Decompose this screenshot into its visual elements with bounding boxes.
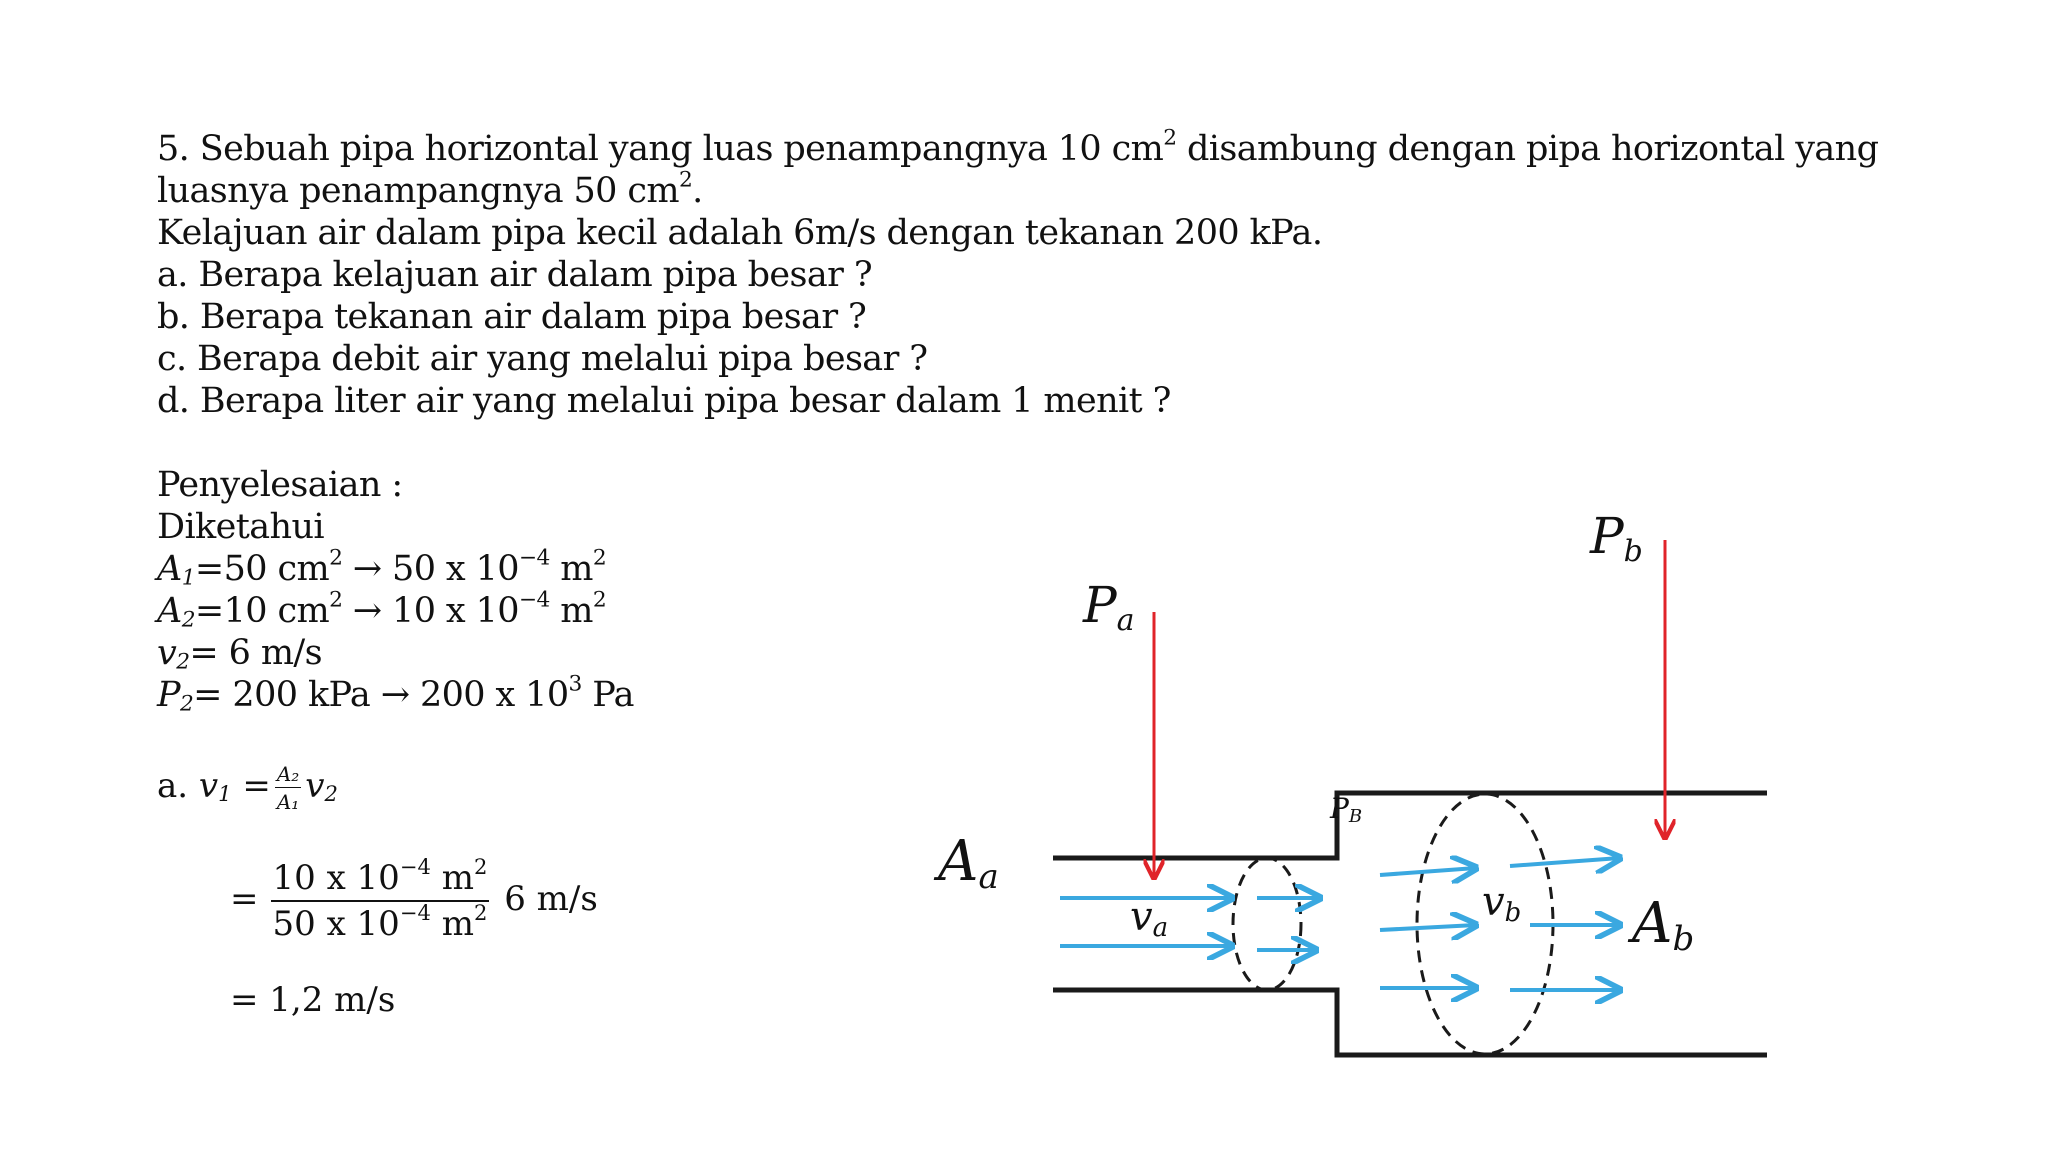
- superscript: −4: [518, 587, 550, 613]
- subscript: 2: [179, 691, 194, 717]
- known-p2: P2= 200 kPa → 200 x 103 Pa: [157, 671, 1857, 717]
- pressure-label-a: Pa: [1082, 576, 1135, 638]
- solution-result: = 1,2 m/s: [230, 980, 396, 1020]
- variable: P: [157, 675, 181, 715]
- superscript: −4: [399, 899, 431, 925]
- superscript: 2: [473, 853, 488, 879]
- question-c: c. Berapa debit air yang melalui pipa be…: [157, 339, 928, 379]
- subscript: 2: [176, 649, 190, 675]
- velocity-label-a: va: [1130, 894, 1168, 943]
- problem-text: disambung dengan pipa horizontal yang: [1176, 129, 1879, 169]
- area-label-a: Aa: [933, 829, 999, 897]
- superscript: 3: [568, 671, 583, 697]
- known-v2: v2= 6 m/s: [157, 632, 1857, 674]
- subscript: 1: [181, 565, 196, 591]
- problem-text: .: [692, 171, 703, 211]
- problem-line-2: luasnya penampangnya 50 cm2.: [157, 167, 1857, 212]
- flow-arrow: [1379, 925, 1476, 930]
- conversion: → 50 x 10: [342, 549, 520, 589]
- unit: m: [549, 549, 593, 589]
- pressure-label-b-small: PB: [1329, 792, 1362, 827]
- pressure-label-b: Pb: [1589, 507, 1643, 569]
- subscript: 2: [324, 781, 338, 807]
- velocity-label-b: vb: [1482, 879, 1521, 928]
- value: =10 cm: [194, 591, 330, 631]
- velocity-value: 6 m/s: [493, 879, 598, 919]
- variable: v: [157, 633, 177, 673]
- document-body: 5. Sebuah pipa horizontal yang luas pena…: [157, 125, 1879, 717]
- unit: m: [549, 591, 593, 631]
- superscript: 2: [1163, 125, 1177, 151]
- fraction-denominator: 50 x 10−4 m2: [271, 902, 490, 944]
- question-b: b. Berapa tekanan air dalam pipa besar ?: [157, 297, 867, 337]
- equals-sign: =: [231, 766, 271, 806]
- equals-sign: =: [230, 879, 259, 919]
- area-label-b: Ab: [1627, 891, 1694, 959]
- denominator-text: 50 x 10: [272, 904, 400, 944]
- superscript: 2: [329, 587, 343, 613]
- known-a2: A2=10 cm2 → 10 x 10−4 m2: [157, 587, 1857, 633]
- question-d: d. Berapa liter air yang melalui pipa be…: [157, 381, 1171, 421]
- superscript: −4: [518, 545, 550, 571]
- question-a: a. Berapa kelajuan air dalam pipa besar …: [157, 255, 873, 295]
- pipe-top-wall: [1053, 790, 1767, 861]
- numerator-text: 10 x 10: [272, 858, 400, 898]
- variable: A: [157, 549, 182, 589]
- fraction-numerator: A₂: [274, 762, 302, 788]
- value: = 6 m/s: [189, 633, 322, 673]
- flow-arrows: [1060, 858, 1620, 990]
- variable: v: [305, 766, 325, 806]
- pipe-bottom-wall: [1053, 987, 1767, 1058]
- part-label: a.: [157, 766, 199, 806]
- solution-heading: Penyelesaian :: [157, 465, 403, 505]
- value: =50 cm: [194, 549, 330, 589]
- subscript: 1: [218, 781, 232, 807]
- small-cross-section: [1231, 856, 1303, 992]
- problem-line-3: Kelajuan air dalam pipa kecil adalah 6m/…: [157, 213, 1323, 253]
- superscript: 2: [592, 587, 607, 613]
- variable: A: [157, 591, 182, 631]
- fraction-denominator: A₁: [276, 790, 300, 814]
- unit: m: [430, 904, 474, 944]
- superscript: 2: [473, 899, 488, 925]
- variable: v: [198, 766, 219, 806]
- known-a1: A1=50 cm2 → 50 x 10−4 m2: [157, 545, 1857, 591]
- pressure-arrows: [1154, 540, 1665, 878]
- unit: m: [430, 858, 474, 898]
- fraction-numerator: 10 x 10−4 m2: [270, 856, 490, 902]
- problem-line-1: 5. Sebuah pipa horizontal yang luas pena…: [157, 125, 1879, 170]
- unit: Pa: [581, 675, 634, 715]
- flow-arrow: [1379, 868, 1476, 875]
- flow-arrow: [1509, 858, 1620, 866]
- superscript: 2: [678, 167, 693, 193]
- pipe-walls: [1053, 790, 1767, 1058]
- superscript: −4: [399, 853, 431, 879]
- known-heading: Diketahui: [157, 507, 325, 547]
- problem-text: 5. Sebuah pipa horizontal yang luas pena…: [157, 129, 1164, 169]
- superscript: 2: [329, 545, 343, 571]
- problem-text: luasnya penampangnya 50 cm: [157, 171, 680, 211]
- conversion: → 10 x 10: [342, 591, 520, 631]
- superscript: 2: [592, 545, 607, 571]
- subscript: 2: [181, 607, 196, 633]
- value: = 200 kPa → 200 x 10: [193, 675, 569, 715]
